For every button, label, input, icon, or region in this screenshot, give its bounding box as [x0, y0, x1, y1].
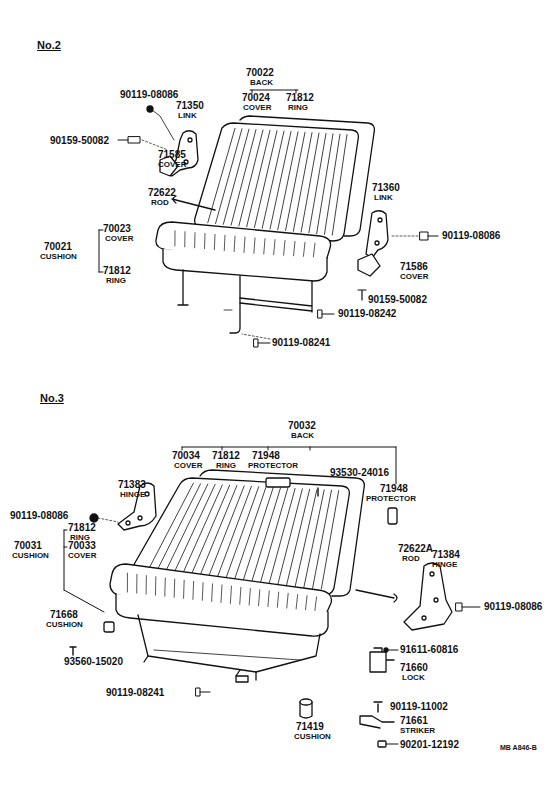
callout-number: 90119-08241	[272, 338, 330, 348]
group-heading: No.2	[37, 40, 61, 51]
callout-number: 71384	[432, 550, 460, 560]
callout-number: 71948	[380, 484, 408, 494]
callout-number: 72622A	[398, 544, 433, 554]
callout-number: 71585	[158, 150, 186, 160]
callout-number: 71586	[400, 262, 428, 272]
callout-number: 70023	[103, 224, 131, 234]
part-name: CUSHION	[12, 552, 49, 560]
callout-number: 90119-08086	[120, 90, 178, 100]
part-name: ROD	[402, 555, 420, 563]
callout-number: 71668	[50, 610, 78, 620]
part-name: COVER	[174, 462, 202, 470]
callout-number: 90201-12192	[400, 740, 459, 750]
part-name: RING	[288, 104, 308, 112]
callout-number: 90159-50082	[368, 295, 427, 305]
callout-number: 71812	[212, 451, 240, 461]
callout-number: 90119-08086	[484, 602, 542, 612]
part-name: LINK	[178, 112, 197, 120]
callout-number: 70033	[68, 541, 96, 551]
part-name: PROTECTOR	[248, 462, 298, 470]
part-name: BACK	[250, 79, 273, 87]
part-name: COVER	[158, 161, 186, 169]
callout-number: 72622	[148, 188, 176, 198]
part-name: COVER	[243, 104, 271, 112]
callout-number: 71419	[296, 722, 324, 732]
callout-number: 70022	[246, 68, 274, 78]
part-name: COVER	[400, 273, 428, 281]
callout-number: 71660	[400, 663, 428, 673]
callout-number: 70021	[44, 242, 72, 252]
part-name: CUSHION	[294, 733, 331, 741]
part-name: ROD	[151, 199, 169, 207]
part-name: HINGE	[120, 491, 145, 499]
part-name: COVER	[105, 235, 133, 243]
part-name: RING	[216, 462, 236, 470]
callout-number: 90119-08086	[442, 231, 500, 241]
callout-number: 90119-08242	[338, 309, 396, 319]
group-heading: No.3	[40, 393, 64, 404]
callout-number: 71948	[252, 451, 280, 461]
callout-number: 71383	[118, 480, 146, 490]
part-name: PROTECTOR	[366, 495, 416, 503]
callout-number: 71812	[286, 93, 314, 103]
part-name: LOCK	[402, 674, 425, 682]
callout-number: 90119-08086	[10, 511, 68, 521]
callout-number: 71812	[68, 523, 96, 533]
callout-number: 91611-60816	[400, 645, 458, 655]
drawing-code: MB A846-B	[500, 744, 537, 751]
callout-number: 93560-15020	[64, 657, 123, 667]
callout-number: 90119-08241	[106, 688, 164, 698]
part-name: COVER	[68, 552, 96, 560]
callout-number: 90119-11002	[390, 702, 448, 712]
callout-number: 70024	[242, 93, 270, 103]
callout-number: 70034	[172, 451, 200, 461]
part-name: BACK	[291, 432, 314, 440]
callout-number: 93530-24016	[330, 468, 389, 478]
callout-number: 70032	[288, 421, 316, 431]
callout-number: 71812	[103, 266, 131, 276]
part-name: CUSHION	[40, 253, 77, 261]
part-name: LINK	[374, 194, 393, 202]
callout-number: 90159-50082	[50, 136, 109, 146]
part-name: HINGE	[432, 561, 457, 569]
callout-number: 70031	[14, 541, 42, 551]
part-name: STRIKER	[400, 727, 435, 735]
callout-number: 71360	[372, 183, 400, 193]
part-name: CUSHION	[46, 621, 83, 629]
callout-number: 71661	[400, 716, 428, 726]
callout-number: 71350	[176, 101, 204, 111]
part-name: RING	[106, 277, 126, 285]
